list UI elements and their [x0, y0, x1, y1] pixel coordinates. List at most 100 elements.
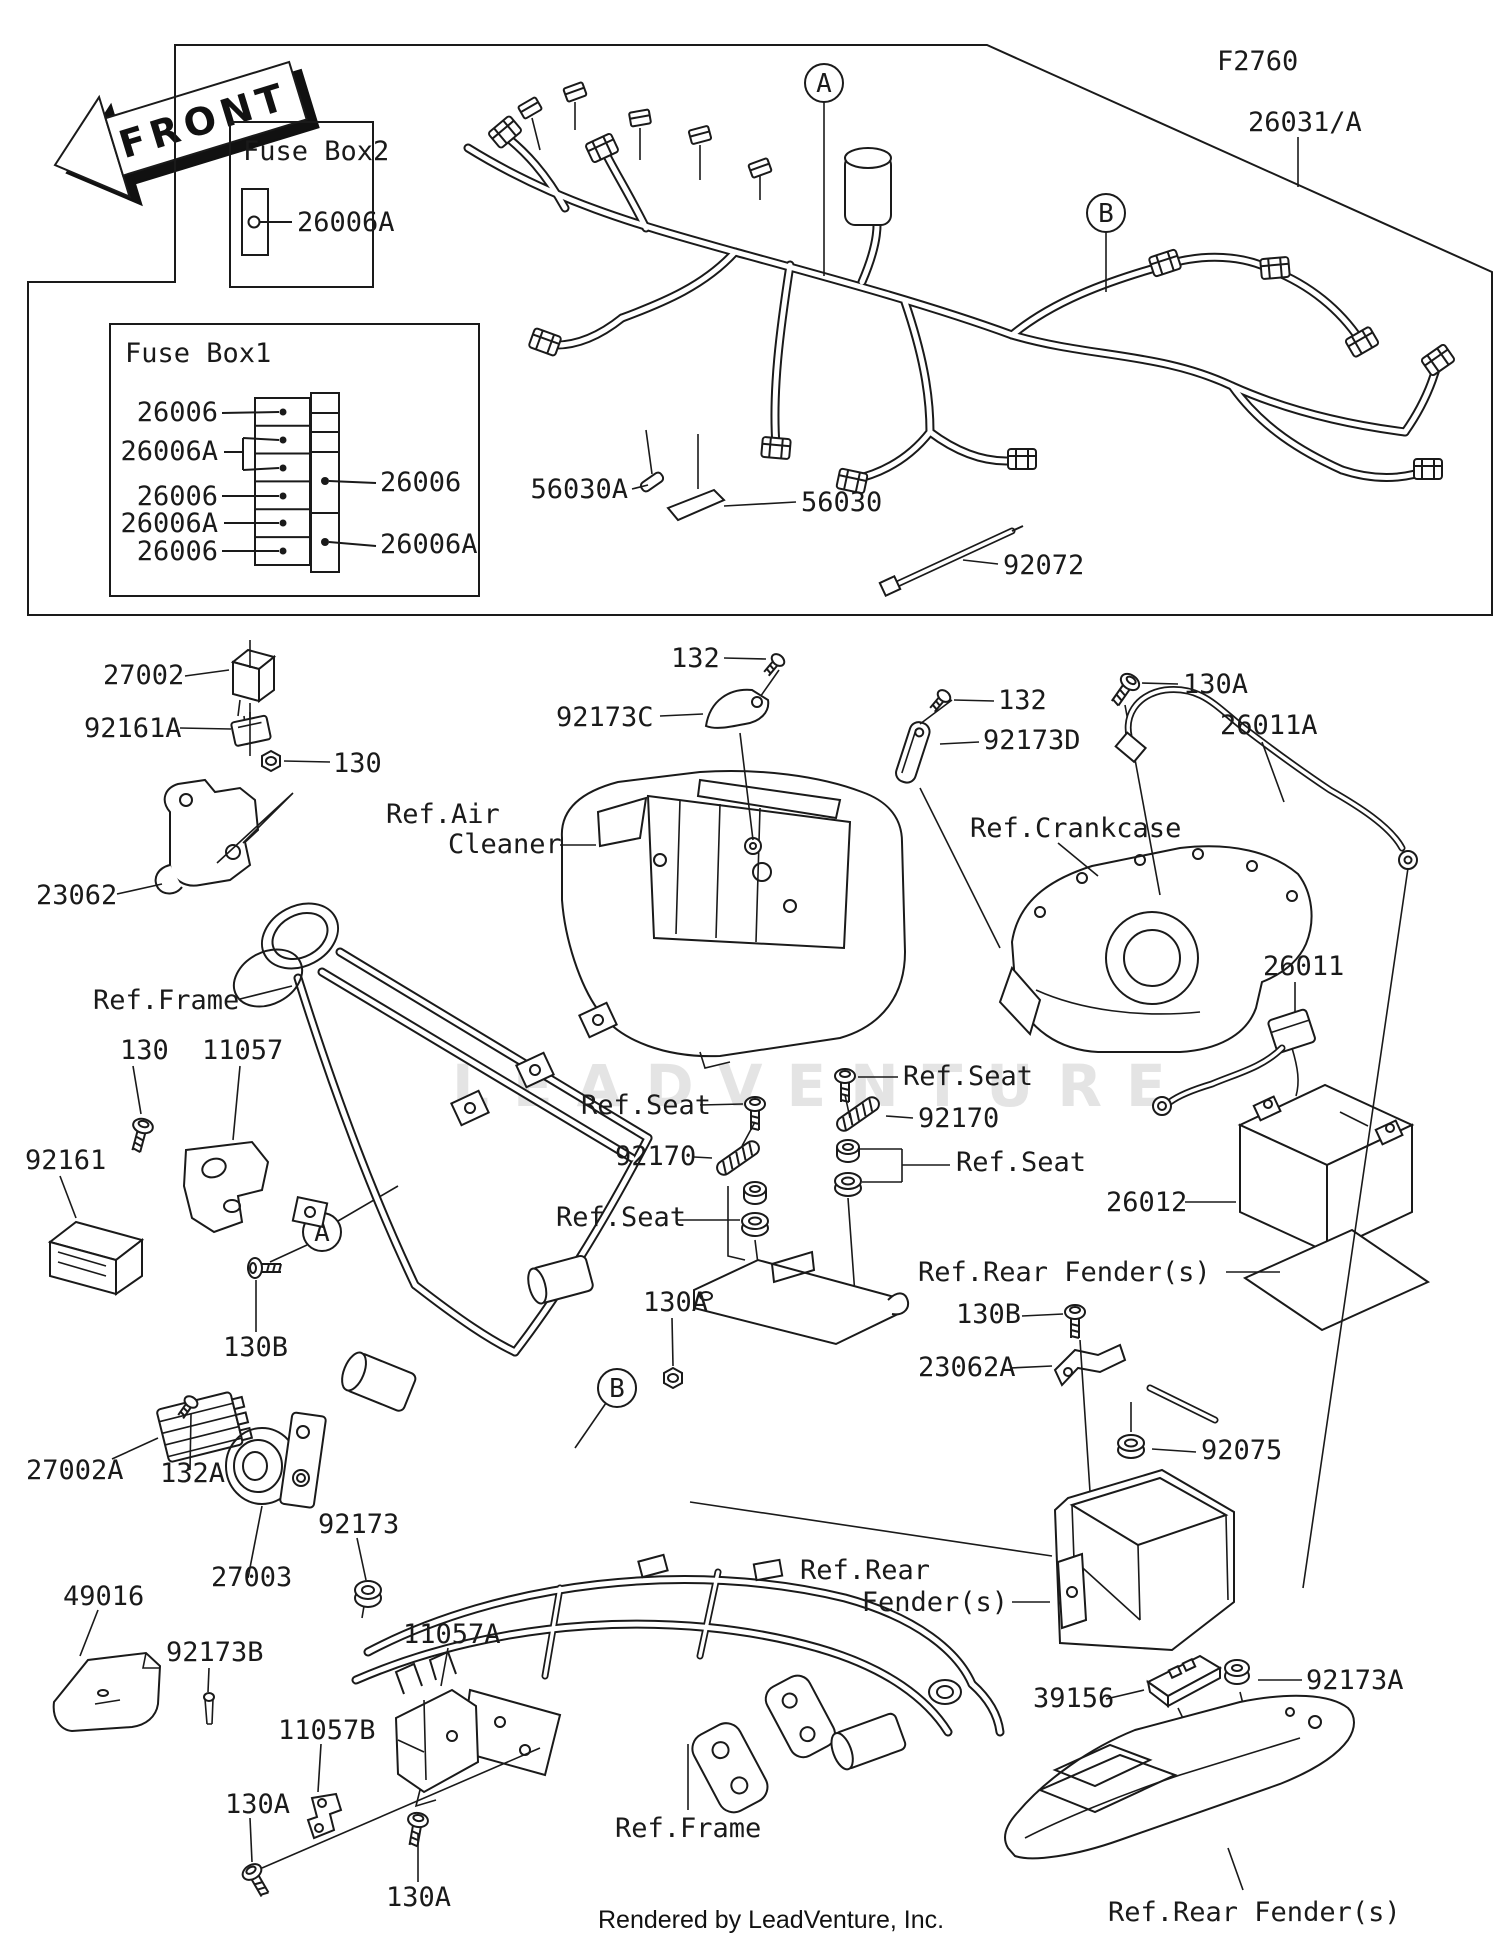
callout-26031a: 26031/A: [1248, 107, 1362, 138]
callout-130a-bottom-left: 130A: [225, 1789, 290, 1820]
callout-130a-top: 130A: [1183, 669, 1248, 700]
ecu-92161-drawing: [47, 1220, 145, 1296]
callout-56030: 56030: [801, 487, 882, 518]
fuse1-part-6: 26006: [380, 467, 461, 498]
callout-92161a: 92161A: [84, 713, 182, 744]
callout-132-air: 132: [671, 643, 720, 674]
callout-56030a: 56030A: [530, 474, 628, 505]
bracket-23062a-drawing: [1053, 1343, 1127, 1387]
battery-cable-26011-drawing: [1152, 1008, 1316, 1116]
damper-92075-icon: [1117, 1434, 1145, 1459]
callout-130a-mid: 130A: [643, 1287, 708, 1318]
seat-collar-left-icon: [743, 1181, 767, 1205]
bolt-130-frame-icon: [125, 1115, 156, 1155]
ref-rear-fender-battery: Ref.Rear Fender(s): [918, 1257, 1211, 1288]
callout-23062a: 23062A: [918, 1352, 1016, 1383]
callout-130b-right: 130B: [956, 1299, 1021, 1330]
frame-drawing-upper: [125, 902, 653, 1412]
bolt-130b-icon: [1064, 1304, 1086, 1339]
fuse1-part-1: 26006: [137, 397, 218, 428]
callout-labels: 26031/A 56030A 56030 92072 27002 92161A …: [25, 107, 1404, 1913]
pin-92173b-drawing: [203, 1692, 215, 1725]
fuse1-part-3: 26006: [137, 481, 218, 512]
seat-collar-right-icon: [836, 1139, 860, 1163]
callout-92173b: 92173B: [166, 1637, 264, 1668]
battery-box-drawing: [1053, 1468, 1235, 1652]
callout-130a-bottom-mid: 130A: [386, 1882, 451, 1913]
callout-130-frame: 130: [120, 1035, 169, 1066]
callout-49016: 49016: [63, 1581, 144, 1612]
flap-49016-drawing: [52, 1651, 162, 1733]
marker-a-top: A: [816, 69, 832, 99]
bracket-11057-drawing: [182, 1140, 270, 1234]
seat-grommet-left-icon: [741, 1212, 769, 1237]
fuse-92161a-drawing: [230, 714, 272, 747]
fuse1-part-4: 26006A: [120, 508, 218, 539]
fuse-box-1-title: Fuse Box1: [125, 338, 271, 369]
bolt-130b-left-icon: [247, 1257, 282, 1279]
screw-130a-bottom-left-icon: [238, 1859, 275, 1901]
fuse-box-2-title: Fuse Box2: [243, 136, 389, 167]
bracket-23062-drawing: [154, 778, 294, 895]
caution-label-parts: [639, 429, 1024, 598]
marker-b-top: B: [1098, 199, 1114, 229]
reference-labels: Ref.Air Cleaner Ref.Crankcase Ref.Frame …: [93, 799, 1401, 1928]
callout-92173: 92173: [318, 1509, 399, 1540]
ref-rear-fender-bottom: Ref.Rear Fender(s): [1108, 1897, 1401, 1928]
callout-11057: 11057: [202, 1035, 283, 1066]
clip-92173c-drawing: [704, 688, 770, 729]
bracket-11057b-drawing: [306, 1792, 343, 1840]
air-cleaner-drawing: [560, 650, 907, 1069]
drawing-code: F2760: [1217, 46, 1298, 77]
leader-lines: [59, 137, 1302, 1891]
fuse-box-2-part-label: 26006A: [297, 207, 395, 238]
fuse-box-1-inset: Fuse Box1 26006 26006A 26006 26006A 2600…: [109, 323, 480, 597]
frame-drawing-lower: [238, 1553, 1005, 1901]
screw-130a-bottom-mid-icon: [402, 1810, 431, 1849]
callout-27002: 27002: [103, 660, 184, 691]
fuse1-part-7: 26006A: [380, 529, 478, 560]
seat-grommet-right-icon: [834, 1172, 862, 1197]
harness-outer-box: [27, 44, 1493, 616]
ref-air-cleaner-line1: Ref.Air: [386, 799, 500, 830]
leadventure-watermark: LEADVENTURE: [452, 1052, 1190, 1120]
callout-92173d: 92173D: [983, 725, 1081, 756]
crankcase-drawing: [895, 686, 1313, 1053]
ref-frame-left: Ref.Frame: [93, 985, 239, 1016]
ref-rear-fender-box-line2: Fender(s): [862, 1587, 1008, 1618]
callout-26012: 26012: [1106, 1187, 1187, 1218]
callout-27003: 27003: [211, 1562, 292, 1593]
callout-92170-right: 92170: [918, 1103, 999, 1134]
callout-23062: 23062: [36, 880, 117, 911]
fuse-box-2-inset: Fuse Box2 26006A: [229, 121, 395, 288]
main-harness-drawing: [463, 81, 1457, 495]
left-lower-parts: [47, 1220, 382, 1733]
marker-b-frame: B: [609, 1374, 625, 1404]
battery-26012-drawing: [1237, 1083, 1415, 1254]
fuse1-part-2: 26006A: [120, 436, 218, 467]
screw-132-crank-icon: [926, 686, 954, 716]
seat-bracket-drawing: [693, 1250, 910, 1346]
callout-39156: 39156: [1033, 1683, 1114, 1714]
fuse1-part-5: 26006: [137, 536, 218, 567]
seat-fitting-cluster: [663, 1068, 910, 1389]
callout-11057a: 11057A: [403, 1619, 501, 1650]
callout-26011: 26011: [1263, 951, 1344, 982]
grommet-92173-drawing: [354, 1580, 382, 1619]
callout-27002a: 27002A: [26, 1455, 124, 1486]
callout-130b-left: 130B: [223, 1332, 288, 1363]
callout-92173c: 92173C: [556, 702, 654, 733]
callout-92161: 92161: [25, 1145, 106, 1176]
ref-seat-left: Ref.Seat: [581, 1090, 711, 1121]
front-direction-arrow: FRONT: [53, 60, 320, 207]
junction-39156-drawing: [1146, 1654, 1223, 1709]
horn-27003-drawing: [225, 1411, 327, 1509]
callout-92170-left: 92170: [615, 1141, 696, 1172]
nut-130-icon: [261, 750, 281, 772]
callout-132a: 132A: [160, 1458, 225, 1489]
battery-box-cluster: [689, 867, 1409, 1652]
nut-130a-mid-icon: [663, 1367, 683, 1389]
ref-air-cleaner-line2: Cleaner: [448, 829, 562, 860]
